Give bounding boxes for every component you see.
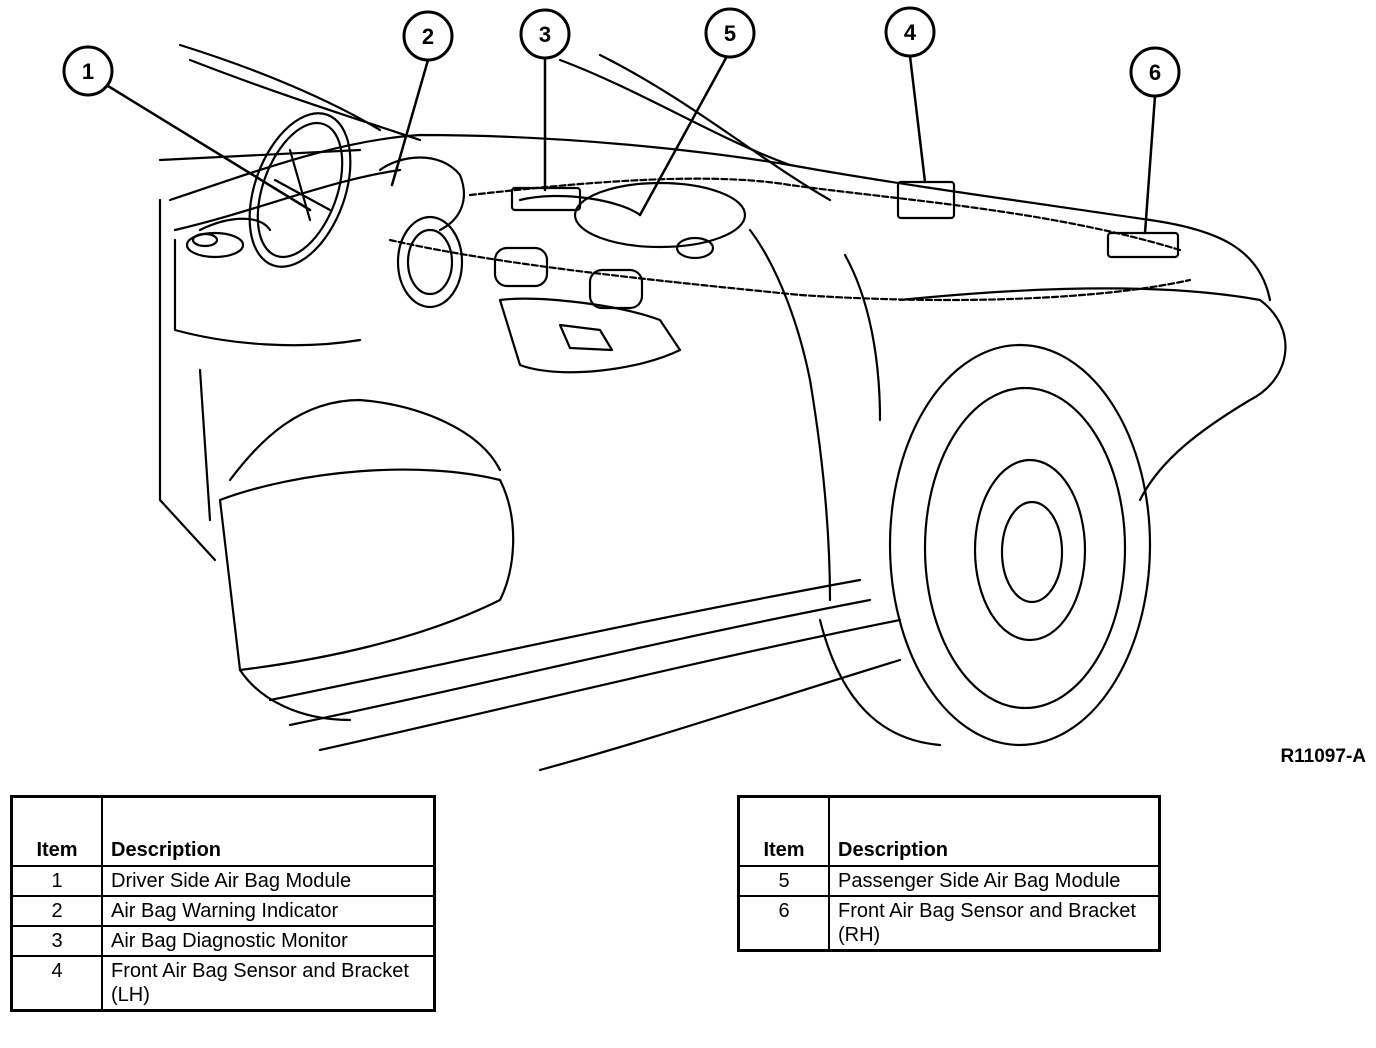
column-header-item: Item bbox=[10, 795, 103, 867]
legend-header-row: Item Description bbox=[10, 795, 436, 867]
table-row: 1 Driver Side Air Bag Module bbox=[10, 865, 436, 897]
front-seat bbox=[218, 398, 515, 722]
column-header-description: Description bbox=[101, 795, 436, 867]
front-fender bbox=[818, 287, 1287, 747]
callout-2-label: 2 bbox=[422, 24, 434, 49]
legend-table-right: Item Description 5 Passenger Side Air Ba… bbox=[737, 795, 1161, 952]
instrument-panel bbox=[168, 133, 1272, 347]
legend-header-row: Item Description bbox=[737, 795, 1161, 867]
table-row: 5 Passenger Side Air Bag Module bbox=[737, 865, 1161, 897]
item-description: Front Air Bag Sensor and Bracket (RH) bbox=[828, 895, 1161, 952]
floor-sill bbox=[268, 578, 902, 772]
vehicle-interior-illustration: 1 2 3 5 4 6 bbox=[62, 6, 1287, 772]
steering-wheel bbox=[248, 112, 352, 268]
table-row: 4 Front Air Bag Sensor and Bracket (LH) bbox=[10, 955, 436, 1012]
callout-2: 2 bbox=[402, 10, 454, 62]
windshield-lines bbox=[158, 43, 832, 202]
callout-6: 6 bbox=[1129, 46, 1181, 98]
item-description: Air Bag Diagnostic Monitor bbox=[101, 925, 436, 957]
figure-reference-code: R11097-A bbox=[1280, 746, 1366, 767]
callout-3-label: 3 bbox=[539, 22, 551, 47]
callout-3: 3 bbox=[519, 8, 571, 60]
legend-table-left: Item Description 1 Driver Side Air Bag M… bbox=[10, 795, 436, 1012]
callout-5-label: 5 bbox=[724, 21, 736, 46]
callout-6-label: 6 bbox=[1149, 60, 1161, 85]
callout-1-label: 1 bbox=[82, 59, 94, 84]
column-header-item: Item bbox=[737, 795, 830, 867]
door-opening bbox=[158, 198, 882, 602]
item-description: Front Air Bag Sensor and Bracket (LH) bbox=[101, 955, 436, 1012]
glovebox bbox=[498, 297, 682, 374]
table-row: 2 Air Bag Warning Indicator bbox=[10, 895, 436, 927]
front-wheel bbox=[888, 343, 1152, 747]
item-description: Air Bag Warning Indicator bbox=[101, 895, 436, 927]
callout-5: 5 bbox=[704, 7, 756, 59]
item-number: 2 bbox=[10, 895, 103, 927]
front-sensor-rh bbox=[1106, 231, 1180, 259]
center-console bbox=[378, 156, 715, 310]
item-number: 3 bbox=[10, 925, 103, 957]
item-number: 6 bbox=[737, 895, 830, 952]
item-number: 1 bbox=[10, 865, 103, 897]
callout-4: 4 bbox=[884, 6, 936, 58]
item-number: 4 bbox=[10, 955, 103, 1012]
table-row: 6 Front Air Bag Sensor and Bracket (RH) bbox=[737, 895, 1161, 952]
item-number: 5 bbox=[737, 865, 830, 897]
callout-4-label: 4 bbox=[904, 20, 917, 45]
passenger-airbag-cover bbox=[573, 181, 747, 249]
item-description: Passenger Side Air Bag Module bbox=[828, 865, 1161, 897]
column-header-description: Description bbox=[828, 795, 1161, 867]
callout-leaders bbox=[106, 54, 1157, 235]
callout-1: 1 bbox=[62, 45, 114, 97]
item-description: Driver Side Air Bag Module bbox=[101, 865, 436, 897]
table-row: 3 Air Bag Diagnostic Monitor bbox=[10, 925, 436, 957]
